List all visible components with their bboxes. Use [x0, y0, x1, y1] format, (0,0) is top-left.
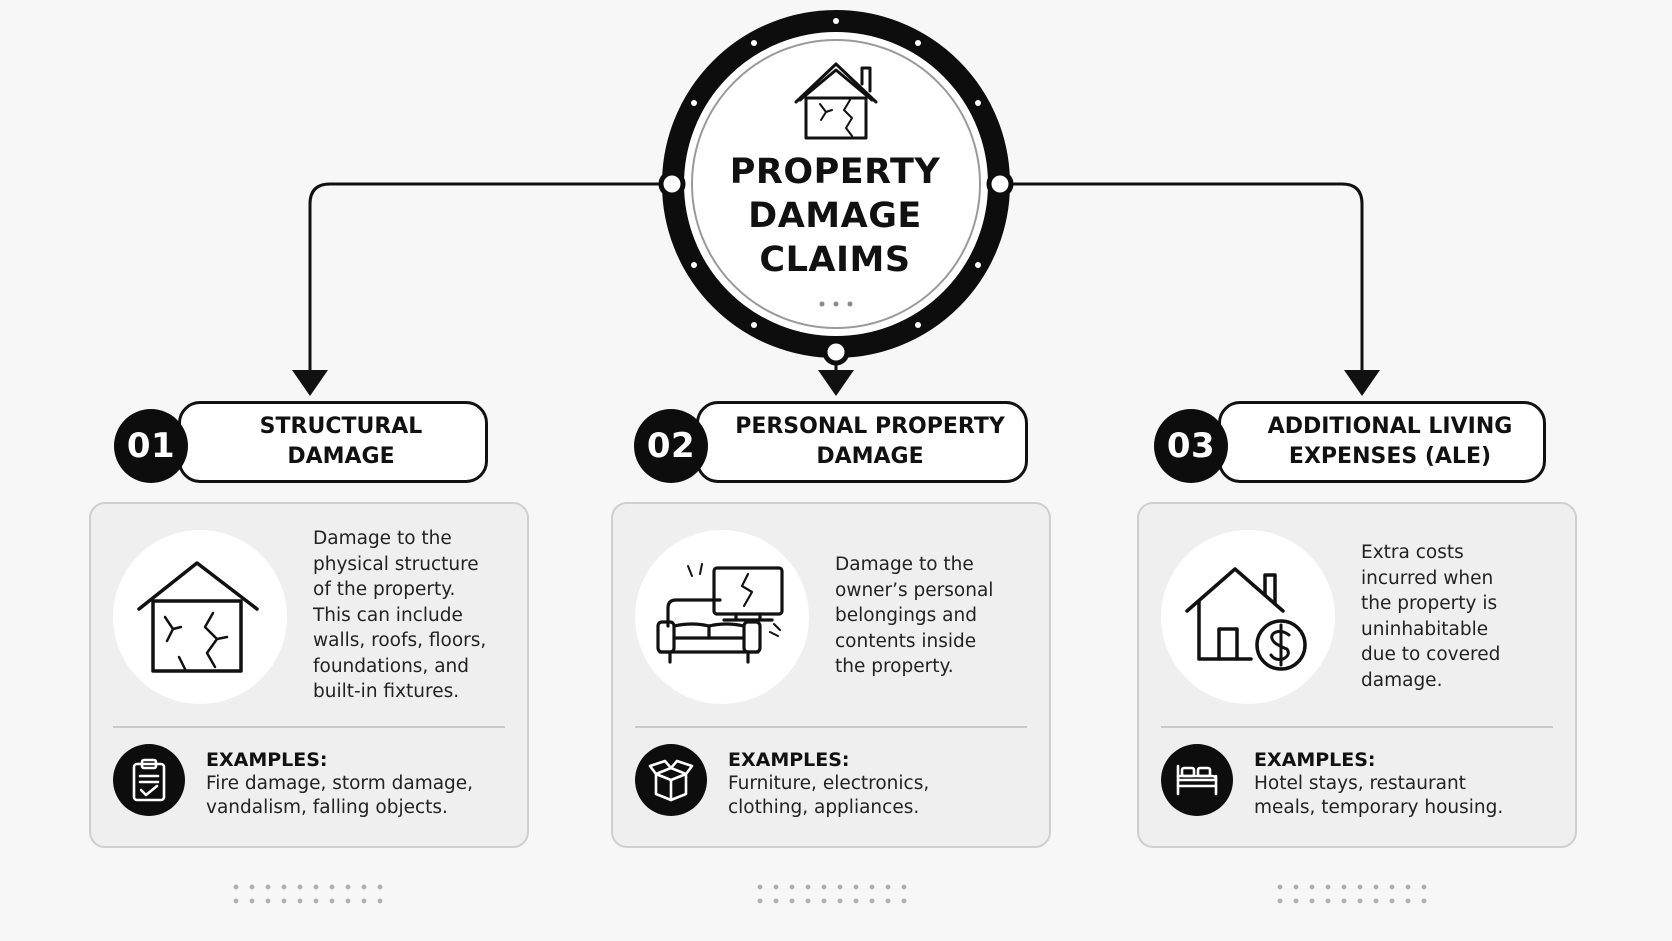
category-title-line: DAMAGE	[287, 444, 395, 469]
category-description: Damage to the physical structure of the …	[313, 526, 513, 705]
center-ring-inner	[691, 39, 981, 329]
category-title-line: EXPENSES (ALE)	[1288, 444, 1492, 469]
arrow-head-center	[818, 370, 854, 396]
center-ring-dots	[691, 18, 981, 328]
decorative-dots	[752, 880, 912, 904]
node-bottom	[822, 338, 850, 366]
examples-line: Furniture, electronics,	[728, 773, 930, 794]
description-line: damage.	[1361, 669, 1443, 691]
examples-heading: EXAMPLES:	[728, 749, 850, 771]
examples-icon-circle	[635, 744, 707, 816]
arrow-head-right	[1344, 370, 1380, 396]
cracked-house-icon	[137, 561, 259, 673]
description-line: walls, roofs, floors,	[313, 630, 487, 651]
category-title-line: STRUCTURAL	[259, 414, 423, 439]
icon-circle	[1161, 530, 1335, 704]
category-title-line: ADDITIONAL LIVING	[1267, 414, 1513, 439]
examples-line: vandalism, falling objects.	[206, 797, 448, 818]
category-title-ale: ADDITIONAL LIVING EXPENSES (ALE)	[1218, 401, 1546, 483]
house-dollar-icon	[1185, 567, 1307, 671]
description-line: uninhabitable	[1361, 618, 1489, 640]
examples-heading: EXAMPLES:	[206, 749, 328, 771]
icon-circle	[635, 530, 809, 704]
examples-line: Hotel stays, restaurant	[1254, 773, 1466, 794]
number-badge-01: 01	[114, 409, 188, 483]
description-line: This can include	[313, 604, 463, 626]
examples-line: meals, temporary housing.	[1254, 797, 1504, 818]
category-title-personal-property: PERSONAL PROPERTY DAMAGE	[696, 401, 1028, 483]
category-description: Damage to the owner’s personal belonging…	[835, 552, 1035, 680]
page-title-line: CLAIMS	[759, 240, 911, 280]
node-left	[658, 170, 686, 198]
clipboard-check-icon	[132, 758, 166, 802]
category-card-personal-property: Damage to the owner’s personal belonging…	[611, 502, 1051, 848]
category-title-text: STRUCTURAL DAMAGE	[260, 412, 423, 472]
description-line: the property.	[835, 656, 954, 677]
category-card-structural: Damage to the physical structure of the …	[89, 502, 529, 848]
connector-right	[1000, 182, 1364, 370]
examples-line: clothing, appliances.	[728, 797, 920, 818]
examples-text: Hotel stays, restaurant meals, temporary…	[1254, 772, 1503, 820]
description-line: contents inside	[835, 630, 977, 652]
center-title-dots	[819, 301, 853, 307]
description-line: Damage to the	[835, 554, 974, 575]
decorative-dots	[228, 880, 388, 904]
category-title-line: PERSONAL PROPERTY	[735, 414, 1005, 439]
description-line: Extra costs	[1361, 542, 1464, 563]
open-box-icon	[648, 759, 694, 802]
decorative-dots	[1272, 880, 1432, 904]
category-title-text: PERSONAL PROPERTY DAMAGE	[735, 412, 1005, 472]
description-line: belongings and	[835, 605, 977, 626]
cracked-house-icon	[794, 62, 878, 140]
divider	[635, 726, 1027, 728]
page-title-line: PROPERTY	[729, 152, 941, 192]
examples-line: Fire damage, storm damage,	[206, 773, 474, 794]
connector-left	[308, 182, 672, 370]
examples-heading: EXAMPLES:	[1254, 749, 1376, 771]
description-line: foundations, and	[313, 655, 470, 677]
description-line: physical structure	[313, 553, 479, 575]
number-badge-02: 02	[634, 409, 708, 483]
description-line: due to covered	[1361, 644, 1501, 665]
arrow-head-left	[292, 370, 328, 396]
number-badge-03: 03	[1154, 409, 1228, 483]
icon-circle	[113, 530, 287, 704]
page-title-line: DAMAGE	[748, 196, 922, 236]
category-title-line: DAMAGE	[816, 444, 924, 469]
examples-text: Furniture, electronics, clothing, applia…	[728, 772, 929, 820]
node-right	[986, 170, 1014, 198]
category-card-ale: Extra costs incurred when the property i…	[1137, 502, 1577, 848]
page-title: PROPERTY DAMAGE CLAIMS	[670, 150, 1000, 282]
category-title-text: ADDITIONAL LIVING EXPENSES (ALE)	[1268, 412, 1513, 472]
category-title-structural: STRUCTURAL DAMAGE	[178, 401, 488, 483]
divider	[1161, 726, 1553, 728]
examples-icon-circle	[1161, 744, 1233, 816]
examples-text: Fire damage, storm damage, vandalism, fa…	[206, 772, 473, 820]
description-line: of the property.	[313, 579, 456, 600]
description-line: built-in fixtures.	[313, 681, 460, 702]
description-line: Damage to the	[313, 528, 452, 549]
examples-icon-circle	[113, 744, 185, 816]
description-line: owner’s personal	[835, 579, 994, 601]
description-line: the property is	[1361, 593, 1498, 614]
divider	[113, 726, 505, 728]
sofa-broken-tv-icon	[656, 563, 784, 664]
category-description: Extra costs incurred when the property i…	[1361, 540, 1561, 693]
description-line: incurred when	[1361, 567, 1494, 589]
bed-icon	[1176, 764, 1218, 796]
